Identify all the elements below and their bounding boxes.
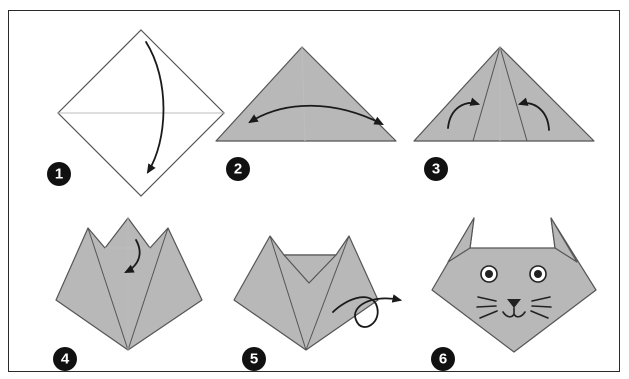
step-number: 1 — [55, 166, 63, 183]
step-number: 6 — [439, 351, 447, 368]
step-badge-1: 1 — [47, 162, 71, 186]
step-1-diagram — [58, 30, 224, 196]
paper-body — [234, 236, 378, 350]
step-badge-3: 3 — [424, 157, 448, 181]
step-number: 2 — [234, 161, 242, 178]
step-4-diagram — [56, 218, 202, 350]
step-badge-5: 5 — [242, 347, 266, 371]
paper-triangle — [216, 47, 396, 141]
cat-head — [432, 218, 596, 352]
step-3-diagram — [414, 47, 594, 141]
step-6-diagram — [432, 218, 596, 352]
right-eye — [530, 266, 546, 282]
step-badge-6: 6 — [431, 347, 455, 371]
paper-body — [56, 218, 202, 350]
step-2-diagram — [216, 47, 396, 141]
step-badge-4: 4 — [53, 347, 77, 371]
step-badge-2: 2 — [226, 157, 250, 181]
left-eye — [481, 266, 497, 282]
step-number: 4 — [61, 351, 70, 368]
step-number: 5 — [250, 351, 258, 368]
step-5-diagram — [234, 236, 400, 350]
step-number: 3 — [432, 161, 440, 178]
